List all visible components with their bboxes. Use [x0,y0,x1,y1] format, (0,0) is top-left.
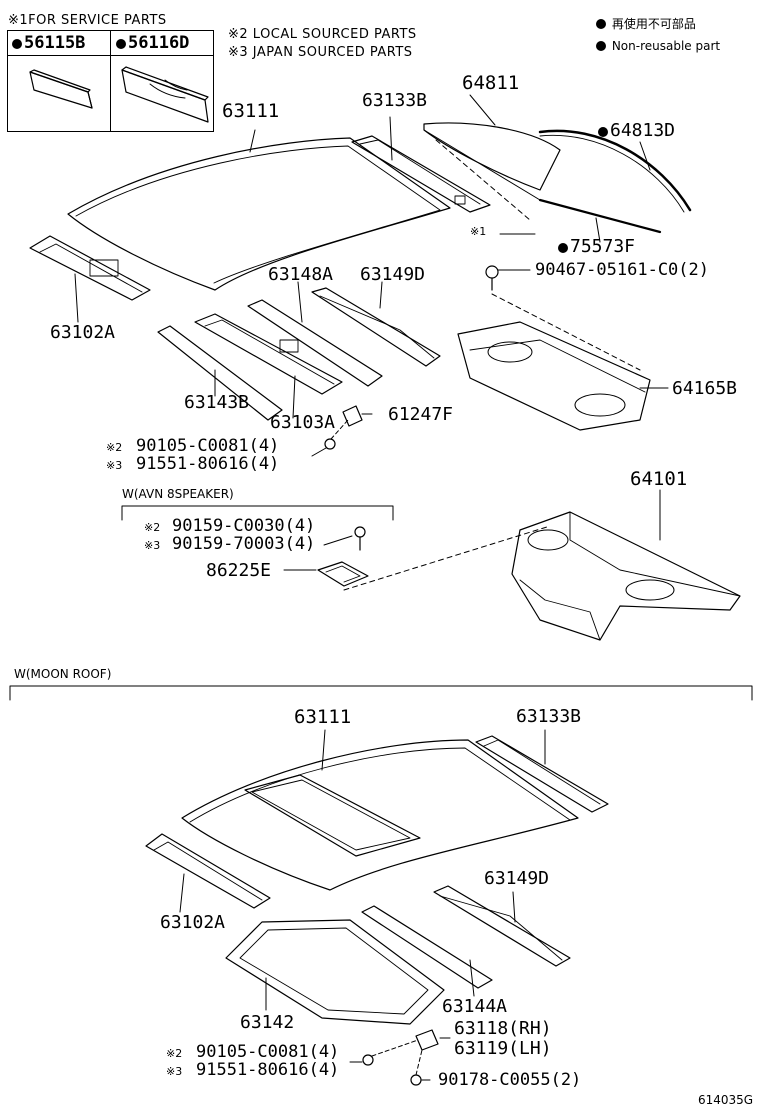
label-90159-b: 90159-70003(4) [172,534,316,554]
label-mark2-b: ※2 [144,521,161,534]
roof-bows-drawing [247,281,441,387]
label-moon-90105: 90105-C0081(4) [196,1042,340,1062]
label-mark2-a: ※2 [106,441,123,454]
rear-panel-64101-drawing [511,489,741,641]
roof-reinforcement-drawing [157,313,373,457]
service-part-56115b-drawing [29,69,93,109]
legend-ja: 再使用不可部品 [596,18,696,30]
service-box-divider [110,31,111,131]
label-75573f: 75573F [558,238,635,256]
label-90467: 90467-05161-C0(2) [535,260,709,280]
label-64101: 64101 [630,468,688,490]
label-63143b: 63143B [184,392,250,413]
moon-roof-panel-63111-drawing [181,729,579,891]
roof-panel-63111-drawing [67,129,451,291]
service-part-56116d-drawing [121,66,209,123]
label-moon-63142: 63142 [240,1012,295,1033]
non-reusable-dot-icon [596,41,606,51]
moon-roof-section-title: W(MOON ROOF) [14,667,112,681]
label-moon-63144a: 63144A [442,996,508,1017]
moon-roof-housing-63142-drawing [225,919,445,1025]
figure-code: 614035G [698,1093,754,1107]
service-box-header-line [8,55,213,56]
avn-section-title: W(AVN 8SPEAKER) [122,487,234,501]
non-reusable-dot-icon [12,39,22,49]
rail-63133b-drawing [351,116,491,213]
label-61247f: 61247F [388,404,454,425]
label-64813d: 64813D [598,122,675,140]
legend-en: Non-reusable part [596,40,720,52]
label-63148a: 63148A [268,264,334,285]
label-moon-90178: 90178-C0055(2) [438,1070,582,1090]
label-63111: 63111 [222,100,280,122]
label-moon-63111: 63111 [294,706,352,728]
label-moon-91551: 91551-80616(4) [196,1060,340,1080]
service-part-56115b: 56115B [12,35,85,52]
service-parts-box: 56115B 56116D [7,30,214,132]
label-64165b: 64165B [672,378,738,399]
non-reusable-dot-icon [596,19,606,29]
package-tray-64165b-drawing [457,265,669,431]
label-moon-63119: 63119(LH) [454,1038,552,1059]
back-window-glass-64811-drawing [423,94,692,243]
moon-roof-header-63102a-drawing [145,833,271,913]
speaker-86225e-drawing [283,525,551,591]
label-63149d: 63149D [360,264,426,285]
label-63103a: 63103A [270,412,336,433]
japan-sourced-note: ※3 JAPAN SOURCED PARTS [228,45,413,60]
front-header-63102a-drawing [29,235,151,323]
non-reusable-dot-icon [116,39,126,49]
moon-roof-rail-63133b-drawing [475,729,609,813]
moon-roof-bow-63149d-drawing [433,885,571,967]
label-90159-a: 90159-C0030(4) [172,516,316,536]
label-mark3-b: ※3 [144,539,161,552]
local-sourced-note: ※2 LOCAL SOURCED PARTS [228,27,417,42]
label-mark1: ※1 [470,225,487,238]
moon-roof-bow-63144a-drawing [361,905,493,997]
label-moon-63102a: 63102A [160,912,226,933]
service-parts-note: ※1FOR SERVICE PARTS [8,13,167,28]
label-mark3-a: ※3 [106,459,123,472]
label-mark3-c: ※3 [166,1065,183,1078]
label-91551-a: 91551-80616(4) [136,454,280,474]
label-86225e: 86225E [206,560,272,581]
moon-roof-bracket-drawing [349,1029,451,1086]
service-part-56116d: 56116D [116,35,189,52]
non-reusable-dot-icon [598,127,608,137]
label-moon-63149d: 63149D [484,868,550,889]
label-64811: 64811 [462,72,520,94]
moon-roof-section-frame [9,685,753,701]
label-moon-63118: 63118(RH) [454,1018,552,1039]
label-63133b: 63133B [362,90,428,111]
label-90105-a: 90105-C0081(4) [136,436,280,456]
avn-bracket-frame [121,505,394,521]
label-moon-63133b: 63133B [516,706,582,727]
label-63102a: 63102A [50,322,116,343]
non-reusable-dot-icon [558,243,568,253]
label-mark2-c: ※2 [166,1047,183,1060]
